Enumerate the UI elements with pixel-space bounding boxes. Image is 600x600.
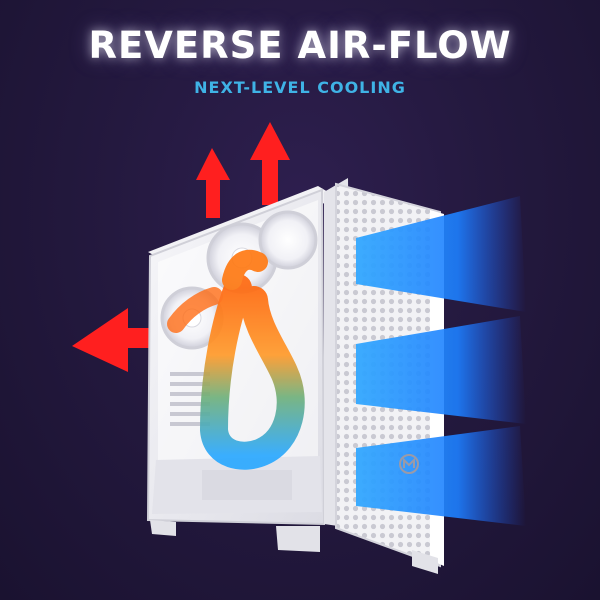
top-exhaust-arrow-right: [250, 122, 290, 205]
subheadline: NEXT-LEVEL COOLING: [194, 78, 406, 97]
intake-streams: [356, 196, 526, 526]
internal-airflow: [167, 249, 305, 470]
headline: REVERSE AIR-FLOW: [88, 24, 512, 67]
top-exhaust-arrow-left: [196, 148, 230, 218]
brand-logo-icon: [399, 454, 419, 474]
rear-exhaust-arrow: [72, 308, 168, 372]
